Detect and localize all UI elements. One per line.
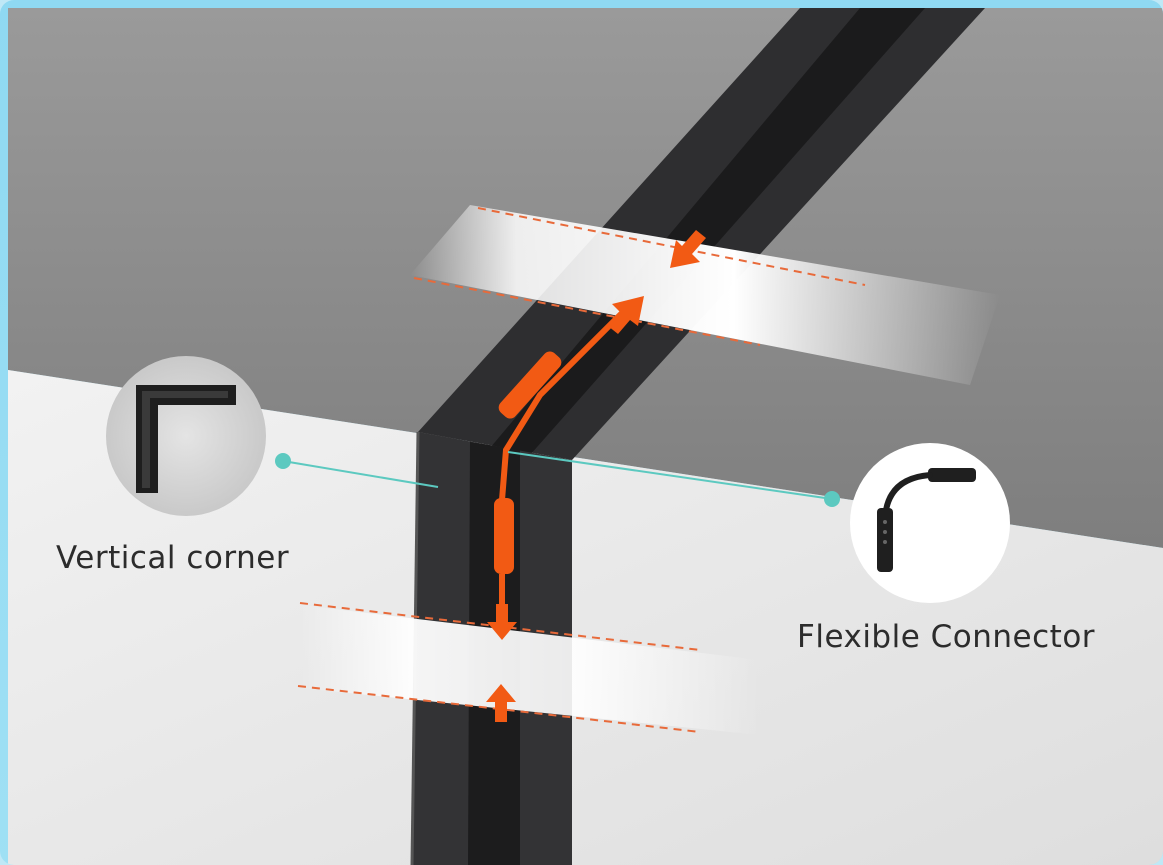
connector-module-lower <box>494 498 514 574</box>
flexible-connector-label: Flexible Connector <box>797 619 1096 655</box>
connector-module-upper <box>498 351 562 419</box>
arrow-up-right <box>608 296 644 334</box>
vertical-corner-profile-icon <box>136 385 236 493</box>
right-leader-dot <box>824 491 840 507</box>
vertical-corner-label: Vertical corner <box>56 540 290 576</box>
left-leader-line <box>282 460 439 488</box>
top-cutaway-band <box>410 205 1000 385</box>
arrow-down-left <box>670 230 706 268</box>
vertical-corner-detail <box>106 356 266 516</box>
right-leader-line <box>507 451 833 500</box>
arrow-down-bottom <box>487 604 517 640</box>
flexible-connector-cable <box>499 302 633 503</box>
track-ceiling-groove <box>490 8 925 455</box>
arrow-up-bottom <box>486 684 516 722</box>
wall-plane <box>8 370 1163 865</box>
top-band-dash-upper <box>477 207 866 286</box>
top-band-dash-lower <box>413 277 761 346</box>
left-leader-dot <box>275 453 291 469</box>
flexible-connector-icon <box>877 468 976 572</box>
flexible-connector-detail <box>850 443 1010 603</box>
bottom-cutaway-band <box>300 605 760 735</box>
